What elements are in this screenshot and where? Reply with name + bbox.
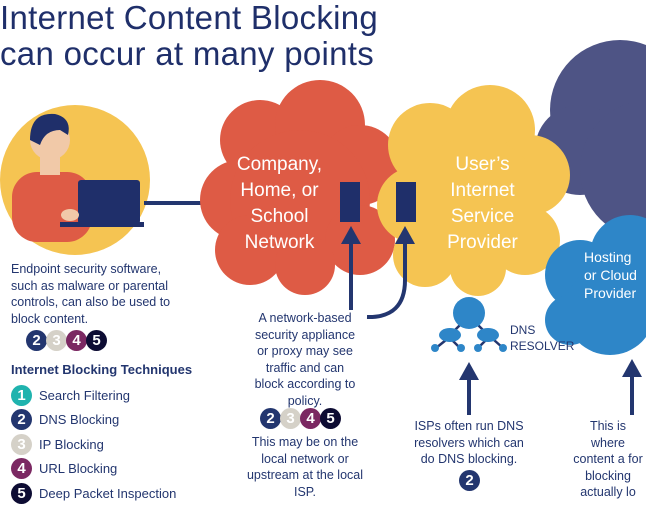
appliance-note: A network-based security appliance or pr… [254,311,356,408]
legend-item: 3 IP Blocking [11,432,176,457]
dns-note: ISPs often run DNS resolvers which can d… [414,419,524,466]
hosting-cloud [545,215,646,355]
legend-item: 5 Deep Packet Inspection [11,481,176,506]
legend: 1 Search Filtering 2 DNS Blocking 3 IP Bloc… [11,383,176,506]
badge-3: 3 [280,408,301,429]
hosting-note: This is where content a for blocking act… [573,419,643,499]
appliance-icon [396,182,416,222]
local-note: This may be on the local network or upst… [246,435,364,499]
badge-5: 5 [86,330,107,351]
badge-2: 2 [11,409,32,431]
legend-item: 2 DNS Blocking [11,408,176,433]
badge-4: 4 [300,408,321,429]
company-cloud-label: Company, Home, or School Network [236,154,323,253]
page-title: Internet Content Blocking can occur at m… [0,0,378,72]
dns-label-line2: RESOLVER [510,339,575,353]
legend-label: IP Blocking [39,436,104,452]
legend-item: 4 URL Blocking [11,457,176,482]
badge-2: 2 [26,330,47,351]
badge-3: 3 [11,433,32,455]
isp-cloud [377,85,570,296]
badge-1: 1 [11,384,32,406]
legend-title: Internet Blocking Techniques [11,362,193,377]
badge-3: 3 [46,330,67,351]
badge-2: 2 [459,470,480,491]
company-cloud [200,80,400,295]
dns-badge: 2 [459,470,480,491]
isp-cloud-label: User’s Internet Service Provider [447,154,518,253]
title-line-2: can occur at many points [0,35,375,72]
title-line-1: Internet Content Blocking [0,0,379,36]
endpoint-note: Endpoint security software, such as malw… [11,262,171,326]
badge-2: 2 [260,408,281,429]
dns-resolver-icon [431,297,507,352]
legend-label: Deep Packet Inspection [39,485,177,501]
hosting-cloud-label: Hosting or Cloud Provider [584,249,637,301]
arrow-isp-appliance [366,240,407,320]
badge-4: 4 [66,330,87,351]
legend-label: DNS Blocking [39,412,120,428]
badge-4: 4 [11,458,32,480]
legend-label: Search Filtering [39,387,131,403]
appliance-icon [340,182,360,222]
person-icon [12,113,144,242]
badge-5: 5 [11,482,32,504]
badge-5: 5 [320,408,341,429]
legend-item: 1 Search Filtering [11,383,176,408]
laptop-icon [78,180,140,224]
dns-label-line1: DNS [510,323,536,337]
legend-label: URL Blocking [39,461,118,477]
dns-resolver-label: DNS RESOLVER [510,322,574,354]
remote-cloud [535,40,646,240]
